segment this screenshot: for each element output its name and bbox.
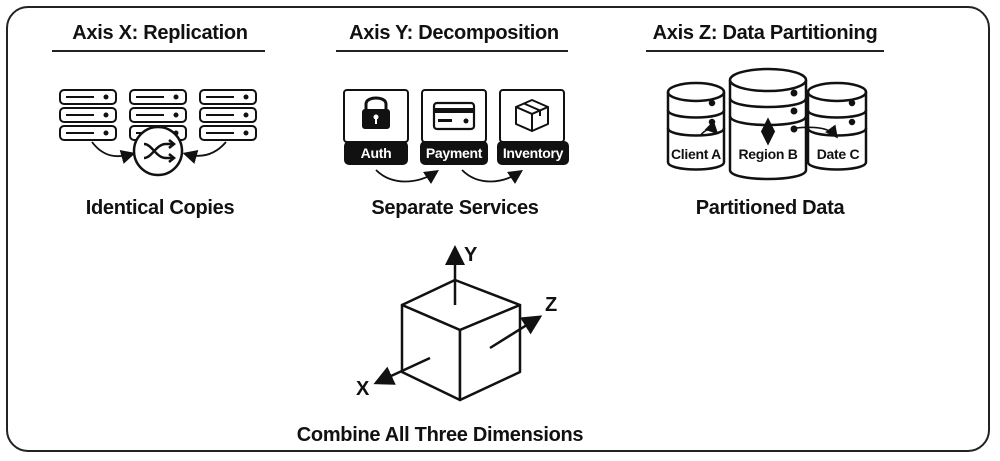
server-rack-icon xyxy=(59,89,117,141)
credit-card-icon xyxy=(432,101,476,131)
axis-x-underline xyxy=(52,50,265,52)
service-pill-payment: Payment xyxy=(420,141,488,165)
axis-y-underline xyxy=(336,50,568,52)
partition-label-region: Region B xyxy=(738,146,798,162)
partition-label-date: Date C xyxy=(816,146,860,162)
cube-label-y: Y xyxy=(464,244,478,266)
server-rack-icon xyxy=(199,89,257,141)
service-arrow-2 xyxy=(461,169,523,184)
partition-label-client: Client A xyxy=(671,146,721,162)
axis-z-underline xyxy=(646,50,884,52)
cube-label-z: Z xyxy=(545,294,558,316)
service-arrow-1 xyxy=(375,169,439,184)
service-pill-inventory: Inventory xyxy=(497,141,569,165)
cube-axis-x xyxy=(373,356,431,385)
padlock-icon xyxy=(362,96,390,129)
cube-label-x: X xyxy=(356,378,370,400)
replication-arrow-left xyxy=(91,141,136,164)
partition-caption: Partitioned Data xyxy=(695,197,845,219)
shuffle-icon xyxy=(132,125,184,177)
axis-x-title: Axis X: Replication xyxy=(72,22,248,44)
auth-card xyxy=(343,89,409,143)
inventory-card xyxy=(499,89,565,143)
partition-arrow-left xyxy=(699,120,719,137)
package-box-icon xyxy=(515,99,549,132)
cube-caption: Combine All Three Dimensions xyxy=(296,424,584,446)
service-pill-auth: Auth xyxy=(344,141,408,165)
axis-z-title: Axis Z: Data Partitioning xyxy=(652,22,878,44)
axis-y-title: Axis Y: Decomposition xyxy=(349,22,559,44)
database-cylinder-icon xyxy=(666,81,726,171)
cube-icon xyxy=(400,278,522,402)
cube-axis-z xyxy=(489,315,543,350)
replication-arrow-right xyxy=(182,141,227,164)
payment-card xyxy=(421,89,487,143)
services-caption: Separate Services xyxy=(371,197,539,219)
replication-caption: Identical Copies xyxy=(85,197,235,219)
partition-arrow-right xyxy=(795,124,838,139)
